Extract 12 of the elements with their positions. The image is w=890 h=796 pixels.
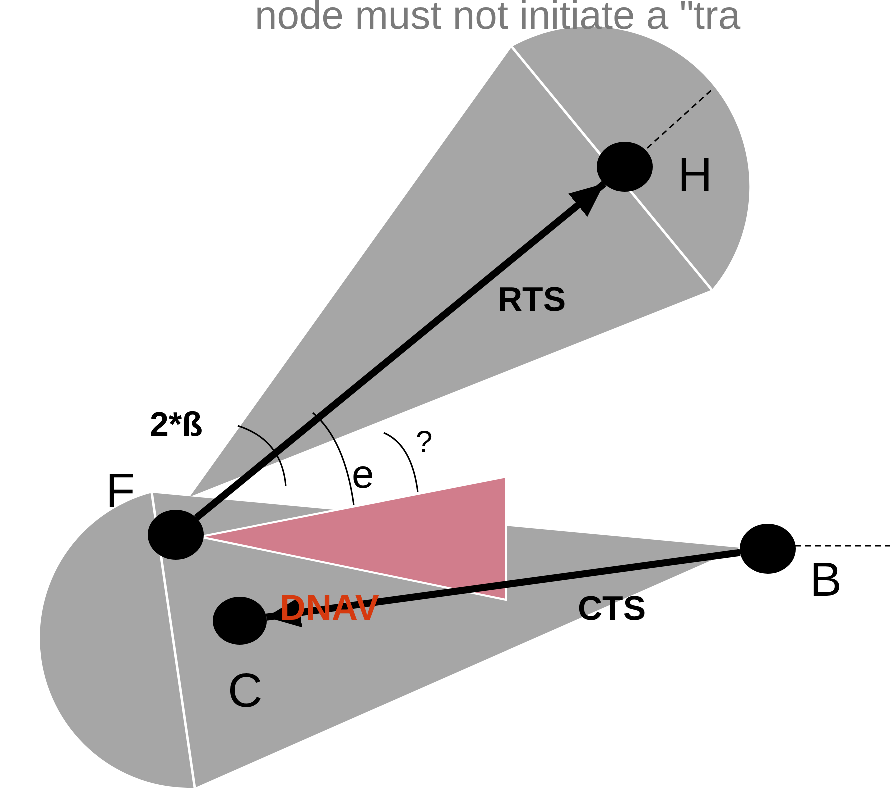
node-letter: B xyxy=(810,557,842,605)
angle-label: e xyxy=(352,455,374,495)
node-letter: C xyxy=(228,668,263,716)
node-letter: H xyxy=(678,152,713,200)
node-letter: F xyxy=(106,468,136,516)
angle-label: ? xyxy=(416,428,433,458)
arrow xyxy=(266,549,741,628)
edge-label: RTS xyxy=(498,283,566,317)
heading-text: node must not initiate a "tra xyxy=(255,0,741,36)
arrow xyxy=(194,181,607,521)
angle-label: 2*ß xyxy=(150,408,203,442)
edge-label: CTS xyxy=(578,592,646,626)
